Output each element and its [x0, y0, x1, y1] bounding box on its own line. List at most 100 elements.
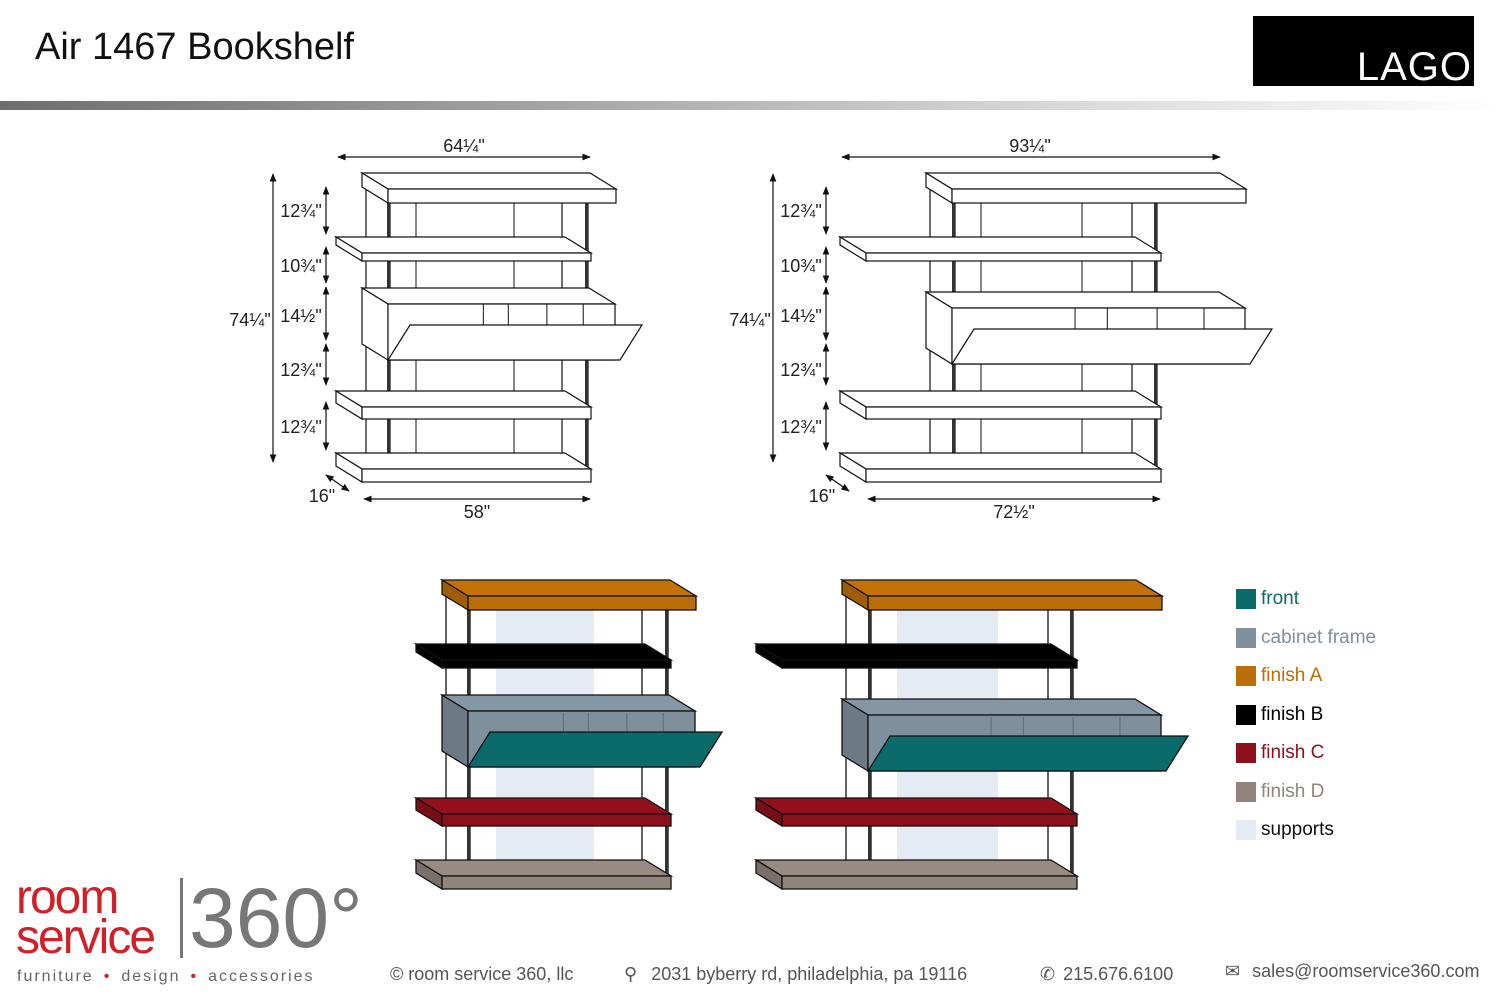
shelf-2-top	[753, 643, 1080, 661]
legend-item-supports: supports	[1236, 811, 1376, 850]
cabinet-top	[839, 698, 1164, 716]
legend-label: finish C	[1261, 742, 1325, 764]
top-shelf-front	[951, 188, 1247, 204]
bottom-shelf-top	[837, 452, 1164, 470]
color-drawing-large	[753, 578, 1190, 891]
shelf-4-top	[333, 390, 594, 408]
shelf-4-top	[413, 797, 674, 815]
email[interactable]: ✉ sales@roomservice360.com	[1225, 961, 1479, 982]
shelf-4-front	[361, 406, 592, 420]
dim-segment: 14½"	[780, 306, 821, 326]
legend-label: front	[1261, 588, 1300, 610]
bottom-shelf-front	[781, 875, 1078, 890]
dim-segment: 12¾"	[280, 360, 321, 380]
dim-segment: 12¾"	[280, 417, 321, 437]
dim-width-top: 93¼"	[1009, 136, 1050, 156]
bottom-shelf-top	[333, 452, 594, 470]
logo-360: 360°	[180, 876, 363, 960]
shelf-2-top	[837, 236, 1164, 254]
shelf-2-front	[781, 659, 1078, 669]
shelf-4-front	[441, 813, 672, 827]
shelf-2-front	[361, 252, 592, 262]
lago-logo: LAGO	[1253, 16, 1474, 89]
cabinet-top	[439, 694, 698, 712]
cabinet-top	[359, 287, 618, 305]
dim-height-total: 74¼"	[229, 310, 270, 330]
room-service-360-logo: room service 360°	[16, 874, 363, 964]
dimensions-small	[269, 153, 591, 503]
cabinet-top	[923, 291, 1248, 309]
address-text: 2031 byberry rd, philadelphia, pa 19116	[651, 964, 968, 984]
shelf-2-top	[413, 643, 674, 661]
top-shelf-top	[439, 579, 699, 597]
dim-segment: 14½"	[280, 306, 321, 326]
dim-width-top: 64¼"	[443, 136, 484, 156]
bottom-shelf-front	[361, 468, 592, 483]
dim-depth: 16"	[309, 486, 335, 506]
shelf-4-top	[753, 797, 1080, 815]
swatch	[1236, 743, 1256, 764]
tagline-furniture: furniture	[17, 968, 94, 985]
swatch	[1236, 666, 1256, 687]
dim-height-total: 74¼"	[729, 310, 770, 330]
swatch	[1236, 820, 1256, 841]
email-link[interactable]: sales@roomservice360.com	[1252, 961, 1480, 981]
cabinet-front-flap	[466, 731, 724, 768]
legend-item-finish-b: finish B	[1236, 696, 1376, 735]
bottom-shelf-front	[441, 875, 672, 890]
dimensions-large	[769, 153, 1221, 503]
legend-item-cabinet-frame: cabinet frame	[1236, 619, 1376, 658]
lago-logo-text: LAGO	[1356, 45, 1472, 89]
dim-segment: 12¾"	[780, 201, 821, 221]
top-shelf-top	[359, 172, 619, 190]
tagline: furniture•design•accessories	[17, 968, 315, 986]
address: ⚲ 2031 byberry rd, philadelphia, pa 19116	[624, 964, 967, 985]
legend-label: finish B	[1261, 703, 1324, 725]
dim-segment: 12¾"	[780, 360, 821, 380]
top-shelf-front	[467, 595, 697, 611]
dim-depth: 16"	[809, 486, 835, 506]
dim-segment: 10¾"	[280, 256, 321, 276]
line-drawing-small	[333, 171, 644, 484]
swatch	[1236, 704, 1256, 725]
top-shelf-front	[387, 188, 617, 204]
swatch	[1236, 589, 1256, 610]
dim-width-bottom: 72½"	[993, 502, 1034, 522]
top-shelf-top	[923, 172, 1249, 190]
swatch	[1236, 781, 1256, 802]
dim-segment: 10¾"	[780, 256, 821, 276]
legend-item-finish-d: finish D	[1236, 773, 1376, 812]
tagline-accessories: accessories	[208, 968, 315, 985]
dim-width-bottom: 58"	[464, 502, 490, 522]
legend-item-finish-a: finish A	[1236, 657, 1376, 696]
bottom-shelf-top	[413, 859, 674, 877]
legend-item-finish-c: finish C	[1236, 734, 1376, 773]
logo-service: service	[16, 911, 156, 964]
legend-label: supports	[1261, 819, 1334, 841]
top-shelf-top	[839, 579, 1165, 597]
map-pin-icon: ⚲	[624, 964, 638, 984]
shelf-2-front	[441, 659, 672, 669]
header-divider	[0, 101, 1500, 110]
phone-icon: ✆	[1040, 964, 1056, 984]
finish-legend: front cabinet frame finish A finish B fi…	[1236, 580, 1376, 850]
shelf-4-front	[781, 813, 1078, 827]
shelf-2-front	[865, 252, 1162, 262]
shelf-4-top	[837, 390, 1164, 408]
cabinet-front-flap	[950, 328, 1274, 365]
dim-segment: 12¾"	[780, 417, 821, 437]
top-shelf-front	[867, 595, 1163, 611]
phone[interactable]: ✆ 215.676.6100	[1040, 964, 1173, 985]
bottom-shelf-front	[865, 468, 1162, 483]
color-drawing-small	[413, 578, 724, 891]
legend-item-front: front	[1236, 580, 1376, 619]
phone-text: 215.676.6100	[1063, 964, 1174, 984]
envelope-icon: ✉	[1225, 961, 1241, 981]
page-title: Air 1467 Bookshelf	[35, 26, 354, 68]
legend-label: cabinet frame	[1261, 626, 1377, 648]
line-drawing-large	[837, 171, 1274, 484]
tagline-dot: •	[103, 968, 112, 985]
swatch	[1236, 627, 1256, 648]
shelf-2-top	[333, 236, 594, 254]
